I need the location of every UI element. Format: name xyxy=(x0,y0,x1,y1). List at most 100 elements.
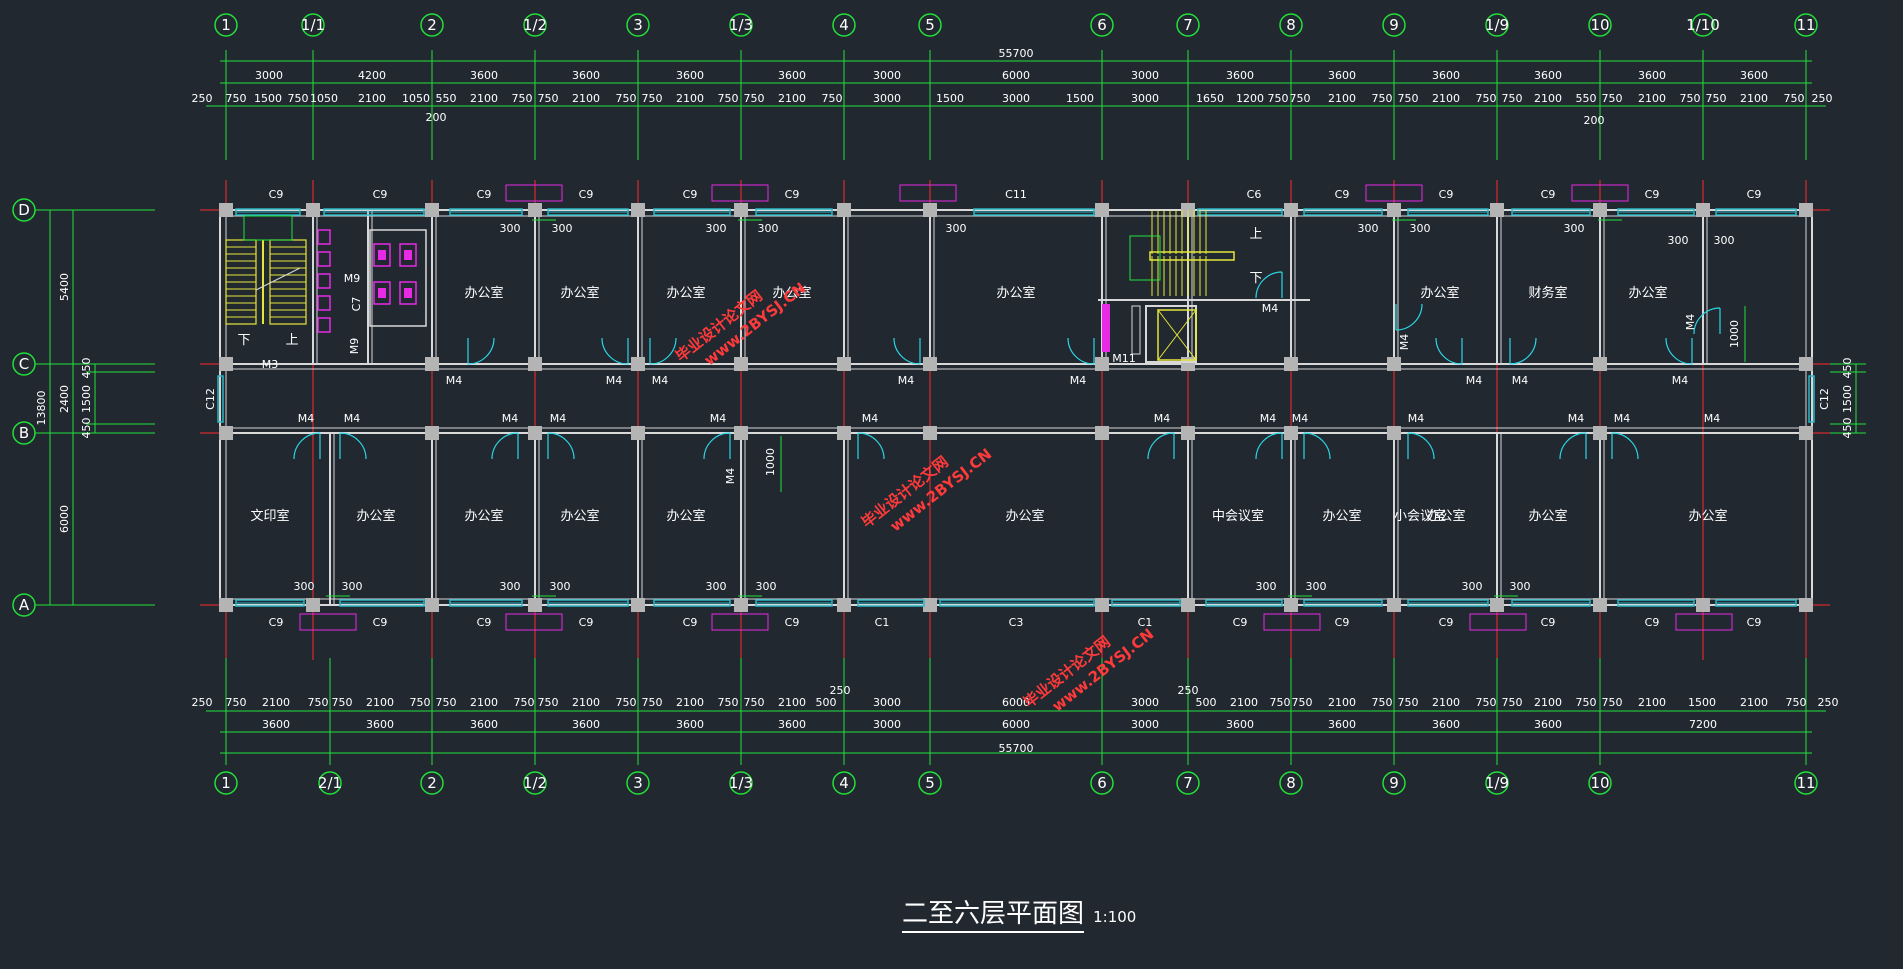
dim-top-detail-value: 750 xyxy=(1602,92,1623,105)
dim-top-detail-value: 750 xyxy=(1502,92,1523,105)
stair-right-handrail xyxy=(1149,251,1235,261)
door-label-vertical: M9 xyxy=(348,338,361,355)
structural-column xyxy=(837,203,851,217)
dim-top-axis-value: 3600 xyxy=(1328,69,1356,82)
dim-right-inner: 450 xyxy=(1841,358,1854,379)
window-label-top: C9 xyxy=(1541,188,1556,201)
dim-bottom-detail-value: 750 xyxy=(1576,696,1597,709)
door-label: M4 xyxy=(606,374,623,387)
axis-top-9: 7 xyxy=(1183,16,1193,34)
door-swing xyxy=(1395,303,1423,331)
window-label-top: C9 xyxy=(1747,188,1762,201)
axis-top-11-circle xyxy=(1382,13,1406,37)
room-label: 办公室 xyxy=(1628,285,1667,301)
door-swing xyxy=(601,337,629,365)
axis-bottom-9-circle xyxy=(1176,771,1200,795)
dim-top-detail-value: 1650 xyxy=(1196,92,1224,105)
window-sill-top xyxy=(711,184,769,202)
structural-column xyxy=(1696,203,1710,217)
window-sill-top xyxy=(505,184,563,202)
door-swing xyxy=(1509,337,1537,365)
axis-top-2: 2 xyxy=(427,16,437,34)
dim-bottom-detail-value: 750 xyxy=(538,696,559,709)
door-label: M4 xyxy=(862,412,879,425)
door-label: M4 xyxy=(298,412,315,425)
structural-column xyxy=(1284,357,1298,371)
toilet-room xyxy=(369,229,427,327)
dim-bottom-detail-value: 750 xyxy=(1502,696,1523,709)
dim-bottom-detail-value: 2100 xyxy=(262,696,290,709)
axis-top-2-circle xyxy=(420,13,444,37)
dim-top-detail-value: 1500 xyxy=(936,92,964,105)
structural-column xyxy=(734,203,748,217)
door-swing xyxy=(857,432,885,460)
door-swing xyxy=(1407,432,1435,460)
window-sill-bottom xyxy=(711,613,769,631)
dim-bottom-axis-value: 3600 xyxy=(676,718,704,731)
dim-pier-300: 300 xyxy=(1410,222,1431,235)
dim-bottom-axis-value: 3600 xyxy=(1226,718,1254,731)
structural-column xyxy=(1490,598,1504,612)
dim-bottom-detail-value: 750 xyxy=(1786,696,1807,709)
dim-top-detail-value: 2100 xyxy=(1534,92,1562,105)
axis-top-10: 8 xyxy=(1286,16,1296,34)
axis-bottom-12-circle xyxy=(1485,771,1509,795)
axis-bottom-1: 2/1 xyxy=(318,774,342,792)
structural-column xyxy=(219,203,233,217)
dim-bottom-axis-value: 3600 xyxy=(1534,718,1562,731)
dim-bottom-detail-value: 750 xyxy=(410,696,431,709)
dim-bottom-detail-value: 2100 xyxy=(572,696,600,709)
structural-column xyxy=(1799,357,1813,371)
dim-left-inner: 1500 xyxy=(80,385,93,413)
dim-top-detail-value: 750 xyxy=(226,92,247,105)
window-side-left xyxy=(217,375,224,423)
room-label: 办公室 xyxy=(464,508,503,524)
dim-top-axis-value: 3600 xyxy=(676,69,704,82)
window-label-bottom: C1 xyxy=(1138,616,1153,629)
toilet-fixture xyxy=(399,243,417,267)
structural-column xyxy=(528,203,542,217)
door-swing xyxy=(293,432,321,460)
window-sill-top xyxy=(1571,184,1629,202)
structural-column xyxy=(923,203,937,217)
axis-bottom-10-circle xyxy=(1279,771,1303,795)
dim-top-axis-value: 6000 xyxy=(1002,69,1030,82)
dim-bottom-detail-value: 2100 xyxy=(1432,696,1460,709)
axis-top-1-circle xyxy=(301,13,325,37)
dim-pier-300: 300 xyxy=(550,580,571,593)
window-sill-bottom xyxy=(1263,613,1321,631)
toilet-bowl xyxy=(404,288,412,298)
dim-top-detail-value: 2100 xyxy=(1432,92,1460,105)
dim-top-detail-value: 2100 xyxy=(676,92,704,105)
dim-top-detail-value: 3000 xyxy=(1131,92,1159,105)
window-label-top: C9 xyxy=(785,188,800,201)
axis-bottom-4-circle xyxy=(626,771,650,795)
axis-bottom-2: 2 xyxy=(427,774,437,792)
structural-column xyxy=(1799,426,1813,440)
dim-bottom-detail-value: 1500 xyxy=(1688,696,1716,709)
dim-bottom-detail-value: 2100 xyxy=(1534,696,1562,709)
window-label-bottom: C9 xyxy=(683,616,698,629)
dim-bottom-detail-value: 250 xyxy=(192,696,213,709)
dim-top-detail-value: 750 xyxy=(718,92,739,105)
structural-column xyxy=(1095,598,1109,612)
structural-column xyxy=(1593,598,1607,612)
door-label: M4 xyxy=(1512,374,1529,387)
stair-label-up: 上 xyxy=(1249,227,1262,242)
door-swing xyxy=(1147,432,1175,460)
window-sill-top xyxy=(1365,184,1423,202)
window-sill-bottom xyxy=(1675,613,1733,631)
axis-top-7: 5 xyxy=(925,16,935,34)
window-label-side: C7 xyxy=(350,297,363,312)
axis-bottom-2-circle xyxy=(420,771,444,795)
window-label-bottom: C9 xyxy=(373,616,388,629)
dim-bottom-axis-value: 3600 xyxy=(470,718,498,731)
dim-bottom-detail-value: 2100 xyxy=(470,696,498,709)
door-label: M4 xyxy=(1408,412,1425,425)
dim-bottom-axis-value: 6000 xyxy=(1002,718,1030,731)
axis-bottom-9: 7 xyxy=(1183,774,1193,792)
axis-left-0: D xyxy=(18,201,30,219)
dim-pier-300: 300 xyxy=(1564,222,1585,235)
structural-column xyxy=(1095,203,1109,217)
structural-column xyxy=(1387,357,1401,371)
